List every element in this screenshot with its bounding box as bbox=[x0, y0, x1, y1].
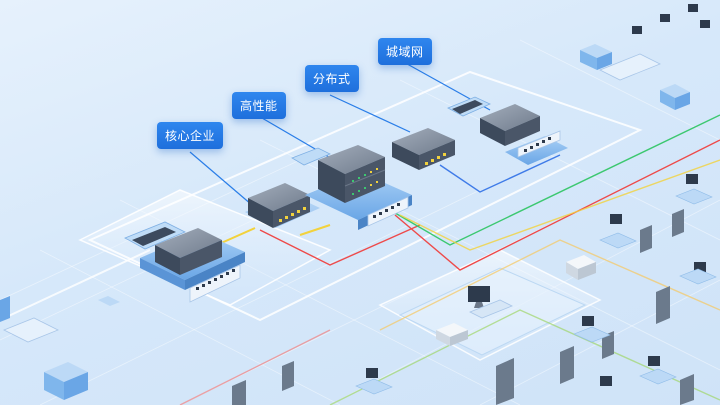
client-devices bbox=[232, 174, 717, 405]
printer-icon bbox=[566, 255, 596, 280]
distribution-switch bbox=[392, 96, 491, 170]
patch-panel-left bbox=[124, 221, 186, 250]
aggregation-switch bbox=[291, 145, 412, 230]
edge-switch bbox=[480, 104, 568, 165]
desktop-monitor-icon bbox=[468, 286, 513, 319]
label-distributed: 分布式 bbox=[305, 65, 359, 92]
access-switch bbox=[245, 183, 320, 228]
label-isp-network: 城域网 bbox=[378, 38, 432, 65]
link-lines bbox=[0, 114, 720, 405]
left-devices bbox=[0, 296, 120, 400]
core-switch bbox=[140, 228, 245, 303]
remote-servers bbox=[580, 4, 710, 110]
label-core-enterprise: 核心企业 bbox=[157, 122, 224, 149]
label-high-performance: 高性能 bbox=[232, 92, 286, 119]
